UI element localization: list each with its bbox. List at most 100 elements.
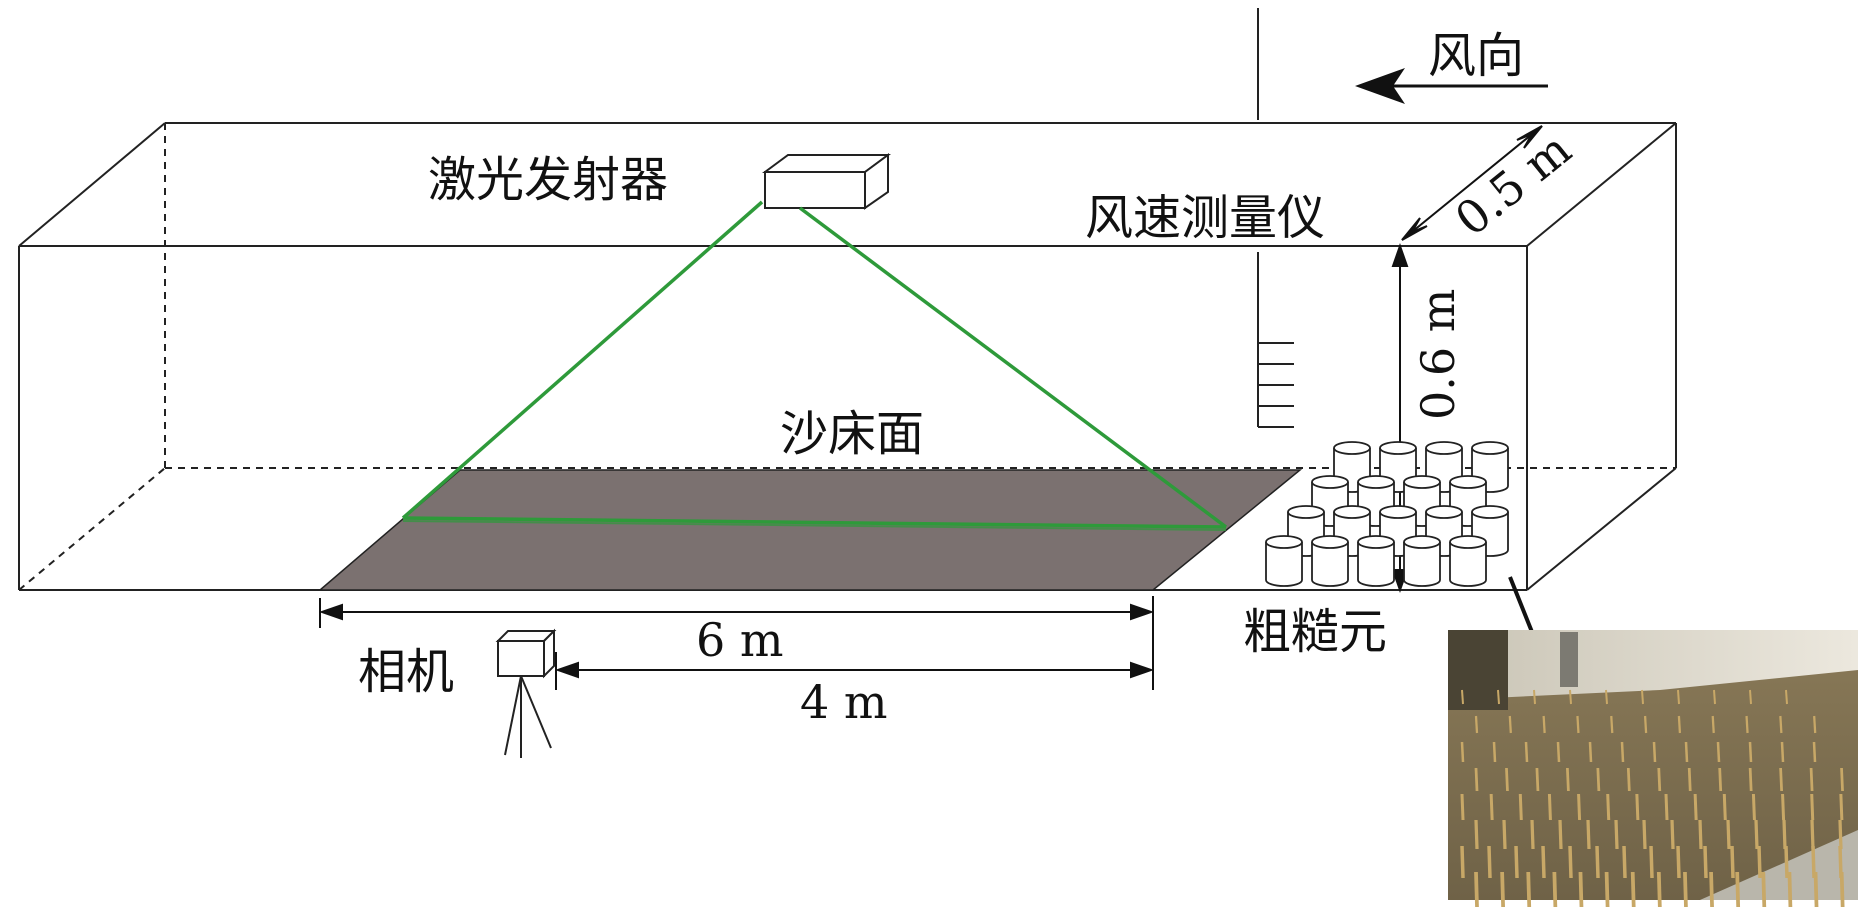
photo-peg [1474, 715, 1479, 734]
photo-peg [1748, 741, 1753, 763]
wind-direction-arrow [1355, 68, 1548, 104]
photo-peg [1595, 845, 1600, 879]
photo-peg [1761, 871, 1767, 908]
photo-peg [1552, 871, 1558, 908]
photo-peg [1784, 845, 1789, 879]
photo-peg [1514, 845, 1519, 879]
photo-peg [1839, 871, 1845, 908]
photo-peg [1558, 819, 1563, 850]
photo-peg [1500, 871, 1505, 908]
photo-peg [1749, 689, 1752, 705]
photo-peg [1533, 689, 1536, 705]
photo-peg [1622, 845, 1627, 879]
photo-peg [1626, 767, 1631, 792]
photo-peg [1505, 767, 1509, 792]
photo-peg [1487, 845, 1492, 879]
cylinder [1265, 535, 1303, 587]
photo-peg [1838, 819, 1843, 850]
photo-peg [1839, 793, 1844, 821]
photo-peg [1610, 715, 1614, 734]
photo-peg [1677, 689, 1680, 705]
cylinder [1449, 535, 1487, 587]
photo-peg [1676, 845, 1681, 879]
camera-distance-label: 4 m [800, 675, 888, 729]
photo-peg [1474, 819, 1479, 850]
photo-peg [1630, 871, 1636, 908]
photo-peg [1703, 845, 1708, 879]
photo-peg [1698, 819, 1703, 850]
dimension-camera-distance [554, 652, 1155, 690]
photo-peg [1711, 715, 1715, 734]
photo-peg [1502, 819, 1507, 850]
bed-length-label: 6 m [696, 613, 784, 667]
photo-peg [1461, 689, 1464, 705]
photo-peg [1460, 741, 1465, 763]
cylinder [1403, 535, 1441, 587]
photo-peg [1652, 741, 1657, 763]
roughness-elements [1265, 441, 1509, 587]
photo-peg [1810, 819, 1815, 850]
photo-peg [1785, 689, 1788, 705]
photo-peg [1576, 715, 1580, 734]
photo-peg [1779, 767, 1783, 792]
photo-peg [1670, 819, 1675, 850]
photo-peg [1518, 793, 1523, 821]
camera-icon [495, 628, 557, 758]
photo-peg [1779, 715, 1783, 734]
laser-emitter-box [761, 153, 892, 210]
photo-peg [1754, 819, 1759, 850]
photo-peg [1526, 871, 1532, 908]
photo-peg [1782, 819, 1787, 850]
photo-peg [1508, 715, 1512, 734]
photo-peg [1541, 845, 1546, 879]
photo-peg [1781, 793, 1786, 821]
photo-peg [1722, 793, 1727, 821]
photo-peg [1547, 793, 1552, 821]
dimension-width [1401, 125, 1543, 241]
photo-peg [1748, 767, 1753, 792]
photo-peg [1569, 689, 1572, 705]
photo-peg [1813, 871, 1819, 908]
photo-peg [1577, 793, 1582, 821]
photo-peg [1718, 767, 1723, 792]
height-dimension-label: 0.6 m [1411, 289, 1465, 420]
cylinder [1311, 535, 1349, 587]
photo-peg [1649, 845, 1654, 879]
laser-beams [401, 200, 1228, 531]
photo-peg [1809, 767, 1814, 792]
wind-direction-label: 风向 [1428, 28, 1524, 84]
photo-peg [1840, 767, 1844, 792]
photo-peg [1693, 793, 1698, 821]
photo-peg [1489, 793, 1494, 821]
photo-peg [1578, 871, 1584, 908]
photo-peg [1643, 715, 1648, 734]
photo-peg [1780, 741, 1785, 763]
photo-peg [1588, 741, 1593, 763]
photo-peg [1474, 871, 1479, 908]
photo-peg [1641, 689, 1644, 705]
laser-emitter-label: 激光发射器 [428, 152, 668, 208]
anemometer-label: 风速测量仪 [1085, 190, 1325, 246]
width-dimension-label: 0.5 m [1445, 122, 1581, 247]
photo-peg [1735, 871, 1741, 908]
roughness-label: 粗糙元 [1243, 604, 1387, 660]
photo-peg [1635, 793, 1640, 821]
photo-peg [1596, 767, 1601, 792]
dimension-bed-length [318, 596, 1155, 690]
photo-peg [1566, 767, 1570, 792]
photo-peg [1664, 793, 1669, 821]
photo-peg [1606, 793, 1611, 821]
photo-peg [1787, 871, 1793, 908]
cylinder [1357, 535, 1395, 587]
photo-peg [1684, 741, 1689, 763]
photo-peg [1751, 793, 1756, 821]
tunnel-hidden-edges [18, 123, 1676, 591]
roughness-photo [1448, 630, 1858, 908]
photo-peg [1757, 845, 1762, 879]
photo-peg [1460, 793, 1465, 821]
photo-peg [1642, 819, 1647, 850]
photo-peg [1614, 819, 1619, 850]
photo-peg [1460, 845, 1465, 879]
